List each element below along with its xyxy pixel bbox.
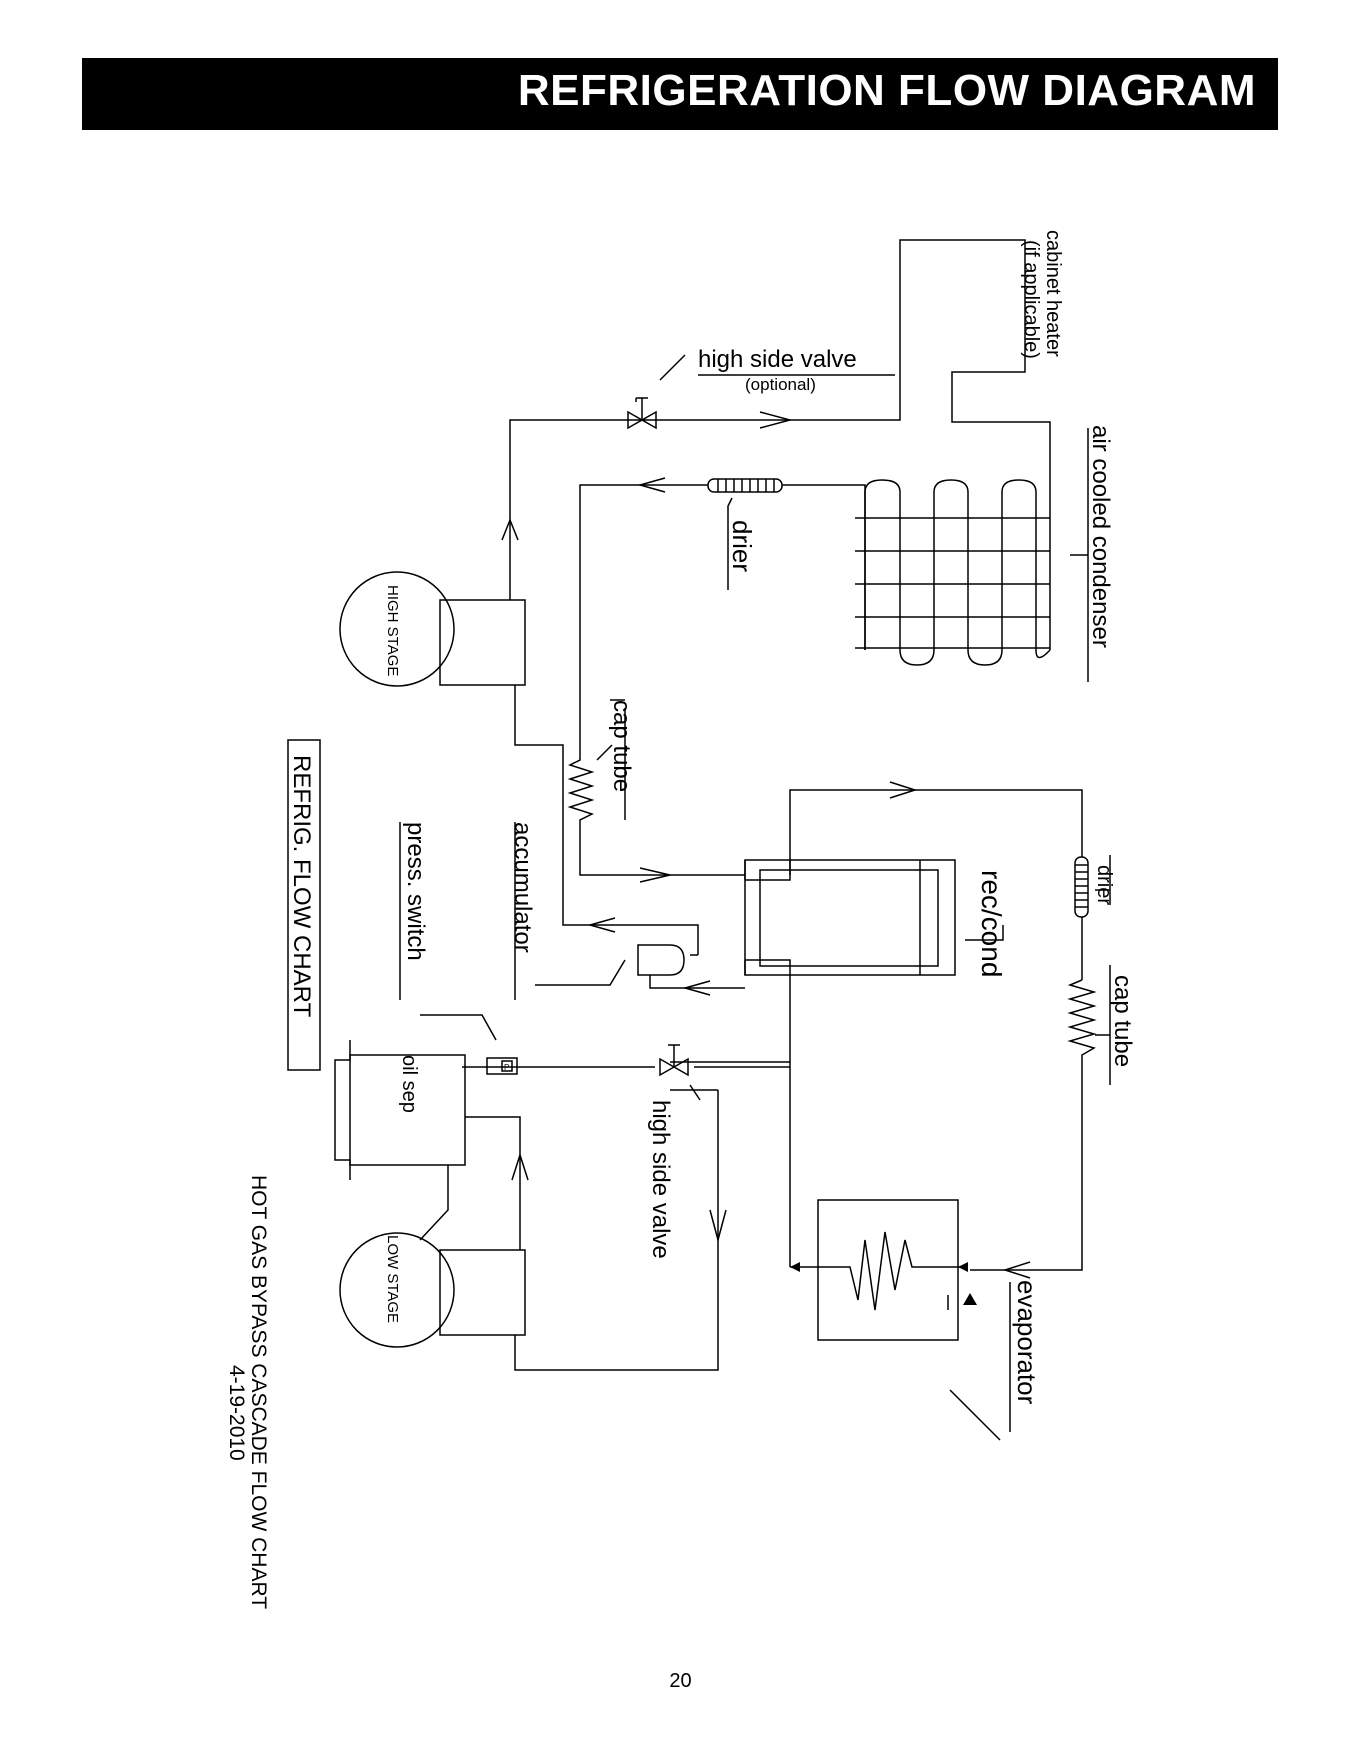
label-accumulator: accumulator [509, 822, 536, 953]
page-number: 20 [0, 1670, 1361, 1693]
label-caption: HOT GAS BYPASS CASCADE FLOW CHART [247, 1175, 270, 1609]
label-evaporator: evaporator [1012, 1280, 1042, 1405]
low-stage-condensing-line [790, 790, 1082, 875]
label-cap-tube-right: cap tube [1109, 975, 1136, 1067]
label-oil-sep: oil sep [398, 1055, 420, 1113]
label-cabinet-heater: cabinet heater [1042, 230, 1064, 357]
label-date: 4-19-2010 [225, 1365, 248, 1461]
high-stage-discharge-line [510, 240, 1050, 650]
evaporator [790, 1200, 1010, 1440]
label-low-stage: LOW STAGE [384, 1235, 401, 1323]
cap-tube-top [570, 740, 745, 875]
label-drier-top: drier [727, 520, 757, 572]
flow-arrows [502, 412, 1030, 1278]
air-cooled-condenser [855, 428, 1088, 682]
rec-cond-heat-exchanger [745, 860, 1003, 975]
drier-right [1075, 857, 1088, 980]
high-stage-suction-line [515, 685, 698, 955]
label-high-side-valve-bottom: high side valve [647, 1100, 674, 1259]
high-side-valve-bottom [660, 1045, 718, 1100]
oil-separator [335, 1040, 520, 1250]
diagram-labels: cabinet heater (if applicable) air coole… [225, 230, 1136, 1609]
label-cap-tube-top: cap tube [608, 700, 635, 792]
label-if-applicable: (if applicable) [1020, 240, 1042, 359]
accumulator [535, 945, 745, 988]
high-stage-compressor [340, 572, 525, 686]
label-optional: (optional) [745, 375, 816, 394]
label-refrig-flow-chart: REFRIG. FLOW CHART [288, 755, 315, 1018]
press-switch [420, 1015, 517, 1074]
label-press-switch: press. switch [402, 822, 429, 961]
label-rec-cond: rec/cond [976, 870, 1007, 977]
cap-tube-right [970, 980, 1094, 1270]
label-high-stage: HIGH STAGE [384, 585, 401, 676]
label-drier-right: drier [1093, 865, 1115, 905]
high-side-valve-top [628, 355, 685, 428]
label-high-side-valve-top: high side valve [698, 346, 857, 373]
label-air-cooled-condenser: air cooled condenser [1087, 425, 1114, 648]
low-stage-compressor [340, 1233, 525, 1347]
label-switch-letter: P [504, 1063, 509, 1072]
